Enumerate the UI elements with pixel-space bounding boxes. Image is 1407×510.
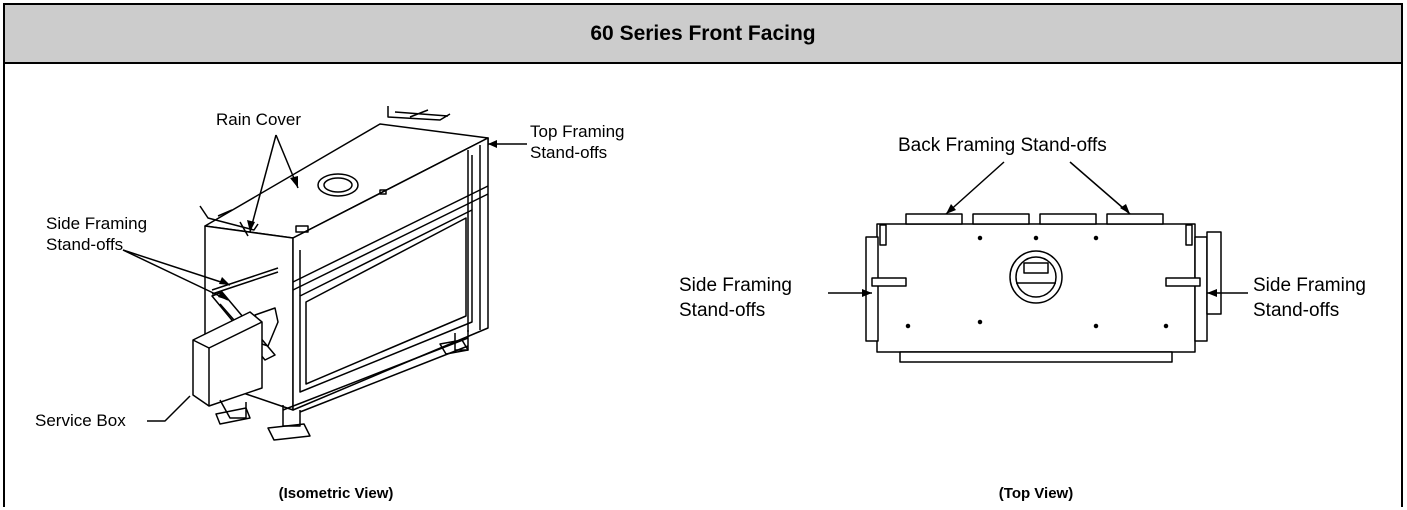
top-view-unit-drawing bbox=[865, 213, 1222, 363]
isometric-unit-drawing bbox=[192, 106, 489, 441]
top-right-side-framing-label-line1: Side Framing bbox=[1253, 275, 1366, 296]
top-left-side-framing-label-line2: Stand-offs bbox=[679, 300, 766, 321]
iso-side-framing-label-line1: Side Framing bbox=[46, 214, 148, 233]
top-right-side-framing-label-line2: Stand-offs bbox=[1253, 300, 1340, 321]
rain-cover-label: Rain Cover bbox=[216, 110, 302, 129]
isometric-view-caption: (Isometric View) bbox=[278, 485, 394, 502]
top-framing-label-line2: Stand-offs bbox=[530, 143, 608, 162]
figure-frame: 60 Series Front Facing bbox=[3, 3, 1403, 507]
top-left-side-framing-label-line1: Side Framing bbox=[679, 275, 792, 296]
figure-header: 60 Series Front Facing bbox=[5, 5, 1401, 64]
arrowheads bbox=[218, 140, 1217, 300]
back-framing-label: Back Framing Stand-offs bbox=[898, 135, 1107, 156]
top-view-caption: (Top View) bbox=[998, 485, 1074, 502]
figure-title: 60 Series Front Facing bbox=[590, 21, 816, 45]
top-framing-label-line1: Top Framing bbox=[530, 122, 625, 141]
service-box-label: Service Box bbox=[35, 411, 126, 430]
iso-side-framing-label-line2: Stand-offs bbox=[46, 235, 124, 254]
